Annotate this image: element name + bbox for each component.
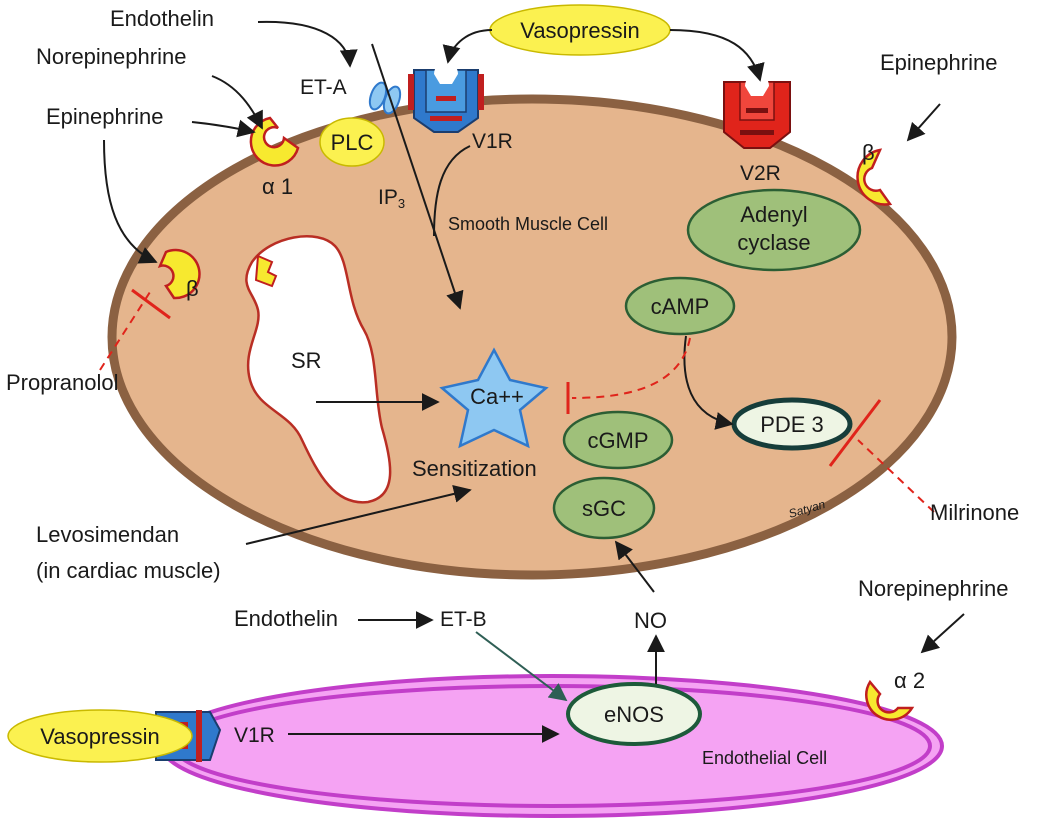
arrow-norepi-alpha1 [211,75,263,130]
beta-receptor-left [157,248,201,300]
smooth-muscle-cell [107,94,957,580]
propranolol-label: Propranolol [6,370,119,395]
alpha1-label: α 1 [262,174,293,199]
pde3-node [731,397,853,451]
beta-receptor-right [856,148,893,206]
no-label: NO [634,608,667,633]
et-a-label: ET-A [300,76,347,99]
arrow-no-sgc [614,540,655,593]
plc-label: PLC [331,130,374,155]
vasopressin-bottom-bubble [7,709,193,763]
plc-bubble [319,117,385,167]
calcium-label: Ca++ [470,384,524,409]
cgmp-node [562,410,674,470]
v2r-label: V2R [740,162,781,185]
endothelin-bottom-label: Endothelin [234,606,338,631]
arrow-ip3-calcium [371,43,464,310]
arrow-epi-beta [103,139,158,264]
cgmp-label: cGMP [587,428,648,453]
v1r-top-label: V1R [472,130,513,153]
arrow-norepi-alpha2 [920,613,965,654]
inhibition-tbar-pde3 [828,399,882,467]
vasopressin-top-label: Vasopressin [520,18,639,43]
ip3-label: IP3 [378,186,405,211]
enos-node [566,682,702,746]
alpha2-label: α 2 [894,668,925,693]
milrinone-label: Milrinone [930,500,1019,525]
alpha2-receptor [865,679,915,721]
alpha1-receptor [249,116,300,167]
levosimendan-label-1: Levosimendan [36,522,179,547]
adenyl-cyclase [686,188,862,272]
endothelial-cell [160,674,944,818]
epinephrine-right-label: Epinephrine [880,50,997,75]
endothelin-top-label: Endothelin [110,6,214,31]
sarcoplasmic-reticulum [245,235,392,504]
norepinephrine-top-label: Norepinephrine [36,44,186,69]
arrow-vaso-v2r [669,29,765,82]
levosimendan-label-2: (in cardiac muscle) [36,558,221,583]
arrow-levo-sensitization [245,485,472,545]
camp-node [624,276,736,336]
calcium-star [439,347,549,449]
adenyl-cyclase-label-1: Adenyl [740,202,807,227]
endothelial-cell-label: Endothelial Cell [702,748,827,768]
epinephrine-left-label: Epinephrine [46,104,163,129]
inhibition-tbar-beta [131,288,171,320]
beta-right-label: β [862,140,875,165]
inhibition-camp-calcium [571,337,691,399]
inhibition-milrinone [857,439,935,513]
pde3-label: PDE 3 [760,412,824,437]
sr-label: SR [291,348,322,373]
arrow-vaso-v1r [442,29,493,64]
inhibition-propranolol [99,291,151,371]
et-a-receptor [368,81,402,115]
smooth-muscle-label: Smooth Muscle Cell [448,214,608,234]
arrow-etb-enos [475,631,568,702]
arrow-endothelin-eta [257,20,358,68]
v1r-bottom-label: V1R [234,724,275,747]
sgc-node [552,476,656,540]
et-b-label: ET-B [440,608,487,631]
sr-receptor [254,254,278,288]
enos-label: eNOS [604,702,664,727]
norepinephrine-bottom-label: Norepinephrine [858,576,1008,601]
v2r-receptor [723,74,791,149]
vasopressin-bottom-label: Vasopressin [40,724,159,749]
camp-label: cAMP [651,294,710,319]
sensitization-label: Sensitization [412,456,537,481]
arrow-epi-alpha1 [191,119,256,138]
adenyl-cyclase-label-2: cyclase [737,230,810,255]
beta-left-label: β [186,276,199,301]
arrow-camp-pde3 [683,335,734,430]
sgc-label: sGC [582,496,626,521]
arrow-epi-beta-right [906,103,941,142]
arrow-v1r-path [433,145,471,237]
v1r-receptor-top [408,62,484,133]
